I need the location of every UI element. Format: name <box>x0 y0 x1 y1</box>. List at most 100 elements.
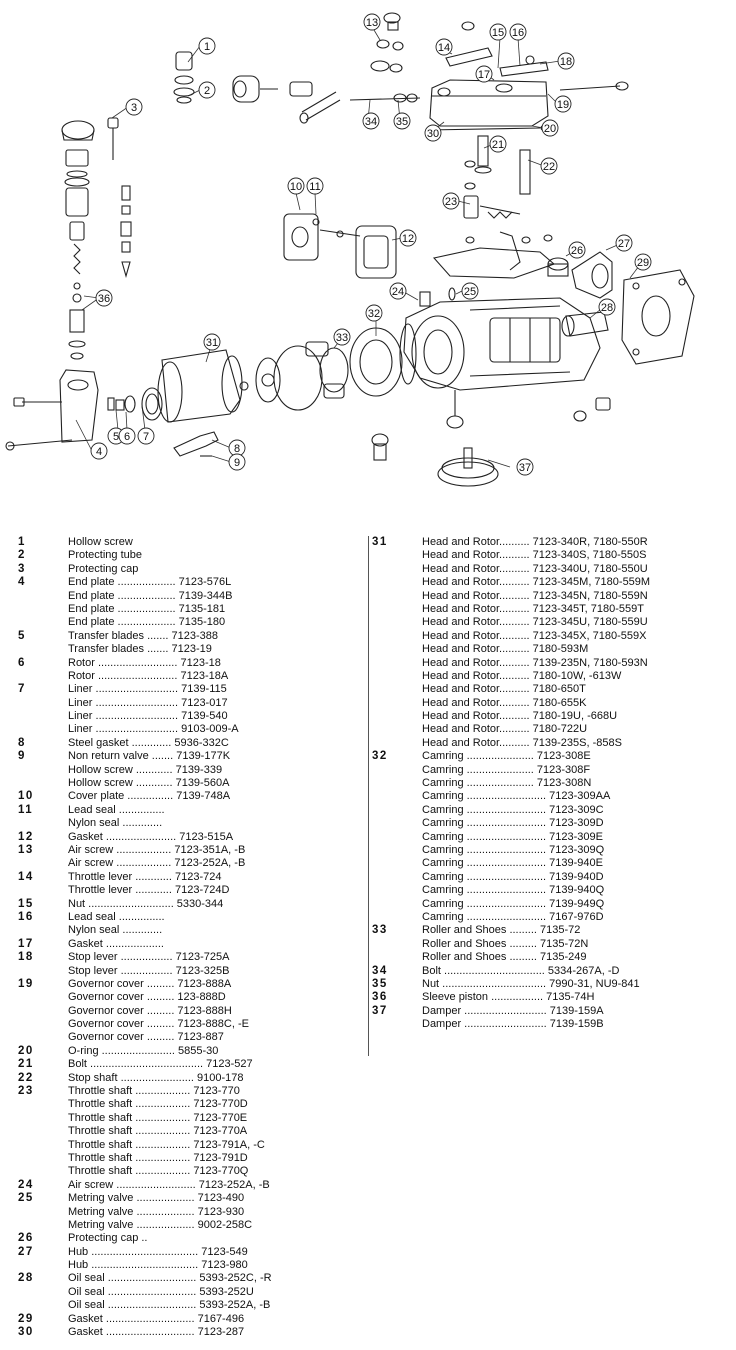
part-number <box>372 911 422 924</box>
callout-number-15: 15 <box>492 27 504 39</box>
parts-list-row: Camring .......................... 7123-… <box>372 817 722 830</box>
part-number: 11 <box>18 803 34 816</box>
part-number: 19 <box>18 977 34 990</box>
part-description: Gasket ....................... 7123-515A <box>68 830 234 843</box>
part-number: 24 <box>18 1178 34 1191</box>
parts-list-row: Transfer blades ....... 7123-19 <box>18 643 348 656</box>
column-divider <box>368 536 369 1056</box>
parts-list-row: Throttle shaft .................. 7123-7… <box>18 1165 348 1178</box>
part-number <box>372 1018 422 1031</box>
parts-list-row: Roller and Shoes ......... 7135-249 <box>372 951 722 964</box>
part-description: Protecting tube <box>68 549 142 562</box>
parts-list-row: Liner ........................... 9103-0… <box>18 723 348 736</box>
part-description: Head and Rotor.......... 7123-345T, 7180… <box>422 602 644 615</box>
part-number: 20 <box>18 1044 34 1057</box>
parts-list-row: End plate ................... 7139-344B <box>18 590 348 603</box>
part-number <box>372 857 422 870</box>
callout-number-2: 2 <box>204 85 210 97</box>
part-number <box>18 1018 68 1031</box>
part-description: Head and Rotor.......... 7180-593M <box>422 643 589 656</box>
callout-circle-37 <box>516 458 534 476</box>
callout-number-7: 7 <box>143 431 149 443</box>
part-number <box>18 643 68 656</box>
callout-number-20: 20 <box>544 123 556 135</box>
part-description: O-ring ........................ 5855-30 <box>68 1044 219 1057</box>
part-number: 12 <box>18 830 34 843</box>
part-number: 8 <box>18 736 26 749</box>
parts-list-row: Liner ........................... 7139-5… <box>18 710 348 723</box>
part-description: Governor cover ......... 7123-888A <box>68 977 232 990</box>
part-description: Liner ........................... 7139-5… <box>68 710 228 723</box>
part-number <box>372 576 422 589</box>
part-description: Roller and Shoes ......... 7135-72 <box>422 924 581 937</box>
part-description: Hub ................................... … <box>68 1259 248 1272</box>
parts-list-row: Throttle shaft .................. 7123-7… <box>18 1125 348 1138</box>
parts-list-row: Rotor .......................... 7123-18… <box>18 670 348 683</box>
callout-circle-3 <box>125 98 143 116</box>
parts-list-row: Camring ...................... 7123-308F <box>372 764 722 777</box>
part-description: Throttle shaft .................. 7123-7… <box>68 1125 248 1138</box>
callout-number-29: 29 <box>637 257 649 269</box>
part-description: Head and Rotor.......... 7180-722U <box>422 723 588 736</box>
part-description: Throttle shaft .................. 7123-7… <box>68 1138 265 1151</box>
callout-number-25: 25 <box>464 286 476 298</box>
part-description: Protecting cap <box>68 562 139 575</box>
part-number: 6 <box>18 656 26 669</box>
part-number: 31 <box>372 536 388 548</box>
part-description: Stop shaft ........................ 9100… <box>68 1071 244 1084</box>
parts-list-row: Hub ................................... … <box>18 1259 348 1272</box>
part-number: 36 <box>372 991 388 1004</box>
callout-circle-20 <box>541 119 559 137</box>
callout-circle-23 <box>442 192 460 210</box>
part-number <box>372 643 422 656</box>
exploded-view-drawing: 1234567891011121314151617181920212223242… <box>5 12 695 487</box>
part-number <box>18 1206 68 1219</box>
part-number <box>372 563 422 576</box>
callout-circle-17 <box>475 65 493 83</box>
parts-list-row: Governor cover ......... 7123-888H <box>18 1005 348 1018</box>
part-number <box>18 1219 68 1232</box>
part-number <box>18 590 68 603</box>
callout-number-17: 17 <box>478 69 490 81</box>
part-description: Metring valve ................... 9002-2… <box>68 1218 253 1231</box>
part-description: Governor cover ......... 7123-888C, -E <box>68 1018 249 1031</box>
parts-list-row: Camring .......................... 7123-… <box>372 804 722 817</box>
part-number <box>18 1112 68 1125</box>
part-number: 16 <box>18 910 34 923</box>
part-description: Hollow screw ............ 7139-560A <box>68 777 230 790</box>
parts-list-row: Camring .......................... 7123-… <box>372 831 722 844</box>
part-number: 15 <box>18 897 34 910</box>
part-number: 21 <box>18 1058 34 1071</box>
callout-circle-30 <box>424 124 442 142</box>
part-description: Liner ........................... 7139-1… <box>68 683 227 696</box>
part-number: 26 <box>18 1232 34 1245</box>
parts-list-row: Head and Rotor.......... 7123-345N, 7180… <box>372 590 722 603</box>
part-number <box>372 683 422 696</box>
part-number <box>18 710 68 723</box>
part-description: Camring .......................... 7123-… <box>422 830 603 843</box>
parts-list-row: End plate ................... 7135-181 <box>18 603 348 616</box>
part-number: 30 <box>18 1326 34 1339</box>
part-description: Head and Rotor.......... 7180-10W, -613W <box>422 669 622 682</box>
part-description: Throttle lever ............ 7123-724 <box>68 870 222 883</box>
part-number: 13 <box>18 843 34 856</box>
parts-list-row: Head and Rotor.......... 7123-345M, 7180… <box>372 576 722 589</box>
parts-list-row: Damper ........................... 7139-… <box>372 1018 722 1031</box>
part-number <box>18 697 68 710</box>
part-description: Roller and Shoes ......... 7135-249 <box>422 951 587 964</box>
callout-number-9: 9 <box>234 457 240 469</box>
part-description: Nylon seal ............. <box>68 924 163 937</box>
callout-circle-4 <box>90 442 108 460</box>
part-description: Rotor .......................... 7123-18… <box>68 669 229 682</box>
part-description: Head and Rotor.......... 7180-19U, -668U <box>422 710 618 723</box>
callout-number-23: 23 <box>445 196 457 208</box>
part-description: Throttle shaft .................. 7123-7… <box>68 1111 248 1124</box>
